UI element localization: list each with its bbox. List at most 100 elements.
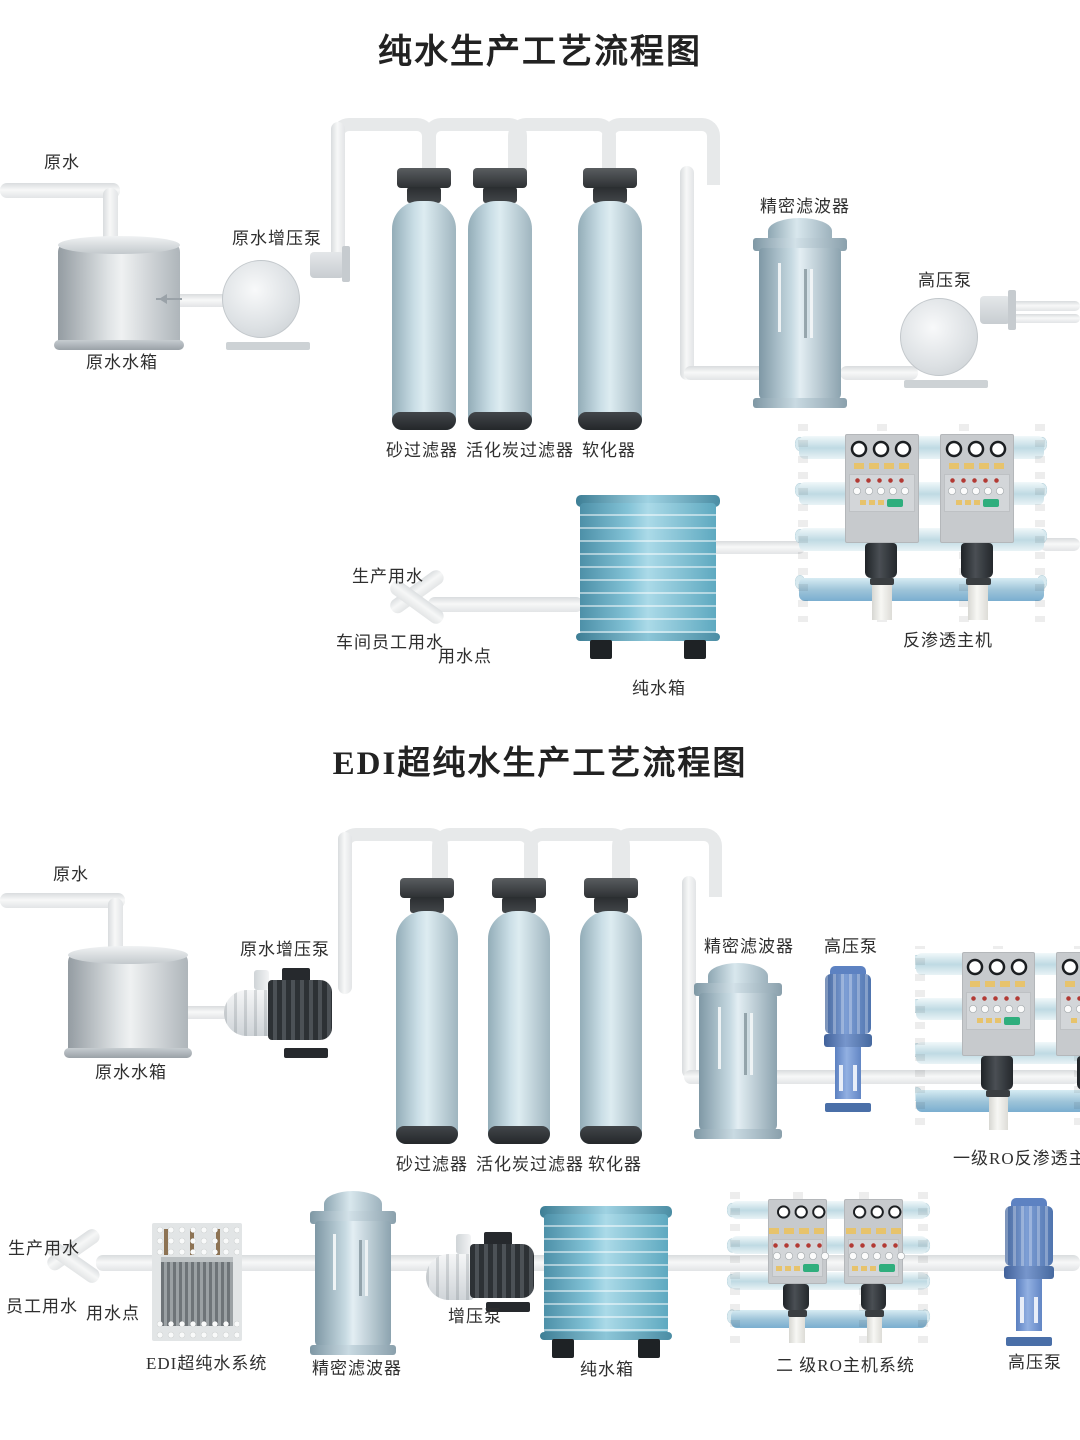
label-production-water: 生产用水 xyxy=(8,1239,80,1258)
high-pressure-pump xyxy=(900,288,1016,388)
vessel-body xyxy=(488,911,550,1144)
vessel-body xyxy=(396,911,458,1144)
flow-arrow-icon xyxy=(156,294,182,304)
vessel-cap xyxy=(473,168,527,188)
vessel-base xyxy=(578,412,642,430)
label-booster-pump: 增压泵 xyxy=(448,1307,502,1326)
control-panel xyxy=(767,1199,831,1284)
pump-motor xyxy=(825,974,871,1034)
tank-bottom-rim xyxy=(540,1332,672,1340)
yellow-lights xyxy=(976,1018,1001,1024)
label-water-point: 用水点 xyxy=(438,647,492,666)
gauge-row xyxy=(848,438,915,459)
button-row xyxy=(945,498,1009,507)
vessel-neck xyxy=(407,187,441,203)
pipe-softener-drop xyxy=(680,166,694,380)
membrane-tube xyxy=(799,577,1044,601)
label-water-point: 用水点 xyxy=(86,1304,140,1323)
booster-pump xyxy=(426,1230,534,1312)
yellow-indicator-row xyxy=(949,462,1006,469)
button-row xyxy=(849,1264,898,1273)
gauge-row xyxy=(965,956,1032,977)
ro-pump xyxy=(864,543,897,578)
ro-stage1-clip xyxy=(915,946,1080,1130)
label-carbon-filter: 活化炭过滤器 xyxy=(476,1155,584,1174)
pipe-tank-to-ypoint xyxy=(428,597,583,612)
vessel-base xyxy=(392,412,456,430)
vessel-body xyxy=(468,201,532,430)
switch-row xyxy=(848,1252,907,1261)
label-staff-water: 员工用水 xyxy=(6,1297,78,1316)
pump-flange xyxy=(342,246,350,282)
vessel-base xyxy=(488,1126,550,1144)
vessel-body xyxy=(578,201,642,430)
ro-riser-pipe xyxy=(864,1310,885,1343)
diagram-edi-ultrapure: EDI超纯水生产工艺流程图 xyxy=(0,720,1080,1440)
vessel-neck xyxy=(410,897,444,913)
filter-base xyxy=(310,1345,396,1355)
label-edi-system: EDI超纯水系统 xyxy=(146,1354,268,1373)
pump-front xyxy=(224,990,272,1036)
vessel-cap xyxy=(492,878,546,898)
vessel-body xyxy=(580,911,642,1144)
softener-vessel xyxy=(580,878,642,1144)
pump-outlet xyxy=(310,252,344,278)
diagram-pure-water: 纯水生产工艺流程图 xyxy=(0,34,1080,698)
button-row xyxy=(1061,1017,1080,1025)
filter-flange xyxy=(694,983,782,996)
tank-foot xyxy=(684,640,706,659)
ro-pump xyxy=(961,543,994,578)
rack-post xyxy=(730,1192,740,1345)
vessel-base xyxy=(580,1126,642,1144)
red-indicator-row xyxy=(950,477,1005,483)
control-panel xyxy=(1055,951,1080,1057)
yellow-indicator-row xyxy=(970,980,1027,987)
edi-frame-top xyxy=(155,1225,239,1257)
pump-base xyxy=(1006,1337,1052,1346)
pump-front xyxy=(426,1254,474,1300)
tank-foot xyxy=(590,640,612,659)
raw-booster-pump xyxy=(224,966,336,1058)
pump-volute xyxy=(222,260,300,338)
green-button xyxy=(802,1264,819,1273)
label-precision-filter-2: 精密滤波器 xyxy=(312,1359,402,1378)
pure-water-tank xyxy=(540,1206,672,1358)
button-row xyxy=(773,1264,822,1273)
gauge-row xyxy=(944,438,1011,459)
yellow-lights xyxy=(775,1265,800,1271)
yellow-lights xyxy=(955,500,980,506)
pump-collar xyxy=(1004,1266,1054,1279)
filter-body xyxy=(699,993,777,1131)
ro-riser-pipe xyxy=(787,1310,807,1343)
motor-junction-box xyxy=(282,968,310,982)
pump-column xyxy=(835,1047,861,1099)
pipe-precision-to-pump xyxy=(840,366,918,380)
ro-stage1-unit xyxy=(915,946,1080,1130)
filter-body xyxy=(758,248,842,400)
raw-water-tank xyxy=(64,946,192,1058)
pipe-stage1-row xyxy=(684,1070,1080,1084)
vessel-cap xyxy=(397,168,451,188)
pump-flange xyxy=(1008,290,1016,330)
gauge-row xyxy=(775,1204,829,1221)
ro-pump xyxy=(860,1283,887,1311)
vessel-body xyxy=(392,201,456,430)
high-pressure-pump-stage1 xyxy=(824,966,872,1112)
vessel-neck xyxy=(502,897,536,913)
ro-stage2-unit xyxy=(724,1192,934,1345)
panel-lower xyxy=(1059,991,1080,1030)
ro-riser-pipe xyxy=(869,577,894,620)
pipe-ro-to-tank xyxy=(710,541,805,554)
tank-foot xyxy=(552,1339,574,1358)
tank-shell xyxy=(544,1214,668,1334)
label-raw-tank: 原水水箱 xyxy=(95,1063,167,1082)
pump-cap xyxy=(1011,1198,1047,1207)
label-raw-water: 原水 xyxy=(53,865,89,884)
label-ro-unit: 反渗透主机 xyxy=(903,631,993,650)
control-panel xyxy=(844,433,920,544)
yellow-lights xyxy=(860,500,885,506)
yellow-indicator-row xyxy=(853,462,910,469)
filter-flange xyxy=(753,238,847,251)
button-row xyxy=(850,498,914,507)
